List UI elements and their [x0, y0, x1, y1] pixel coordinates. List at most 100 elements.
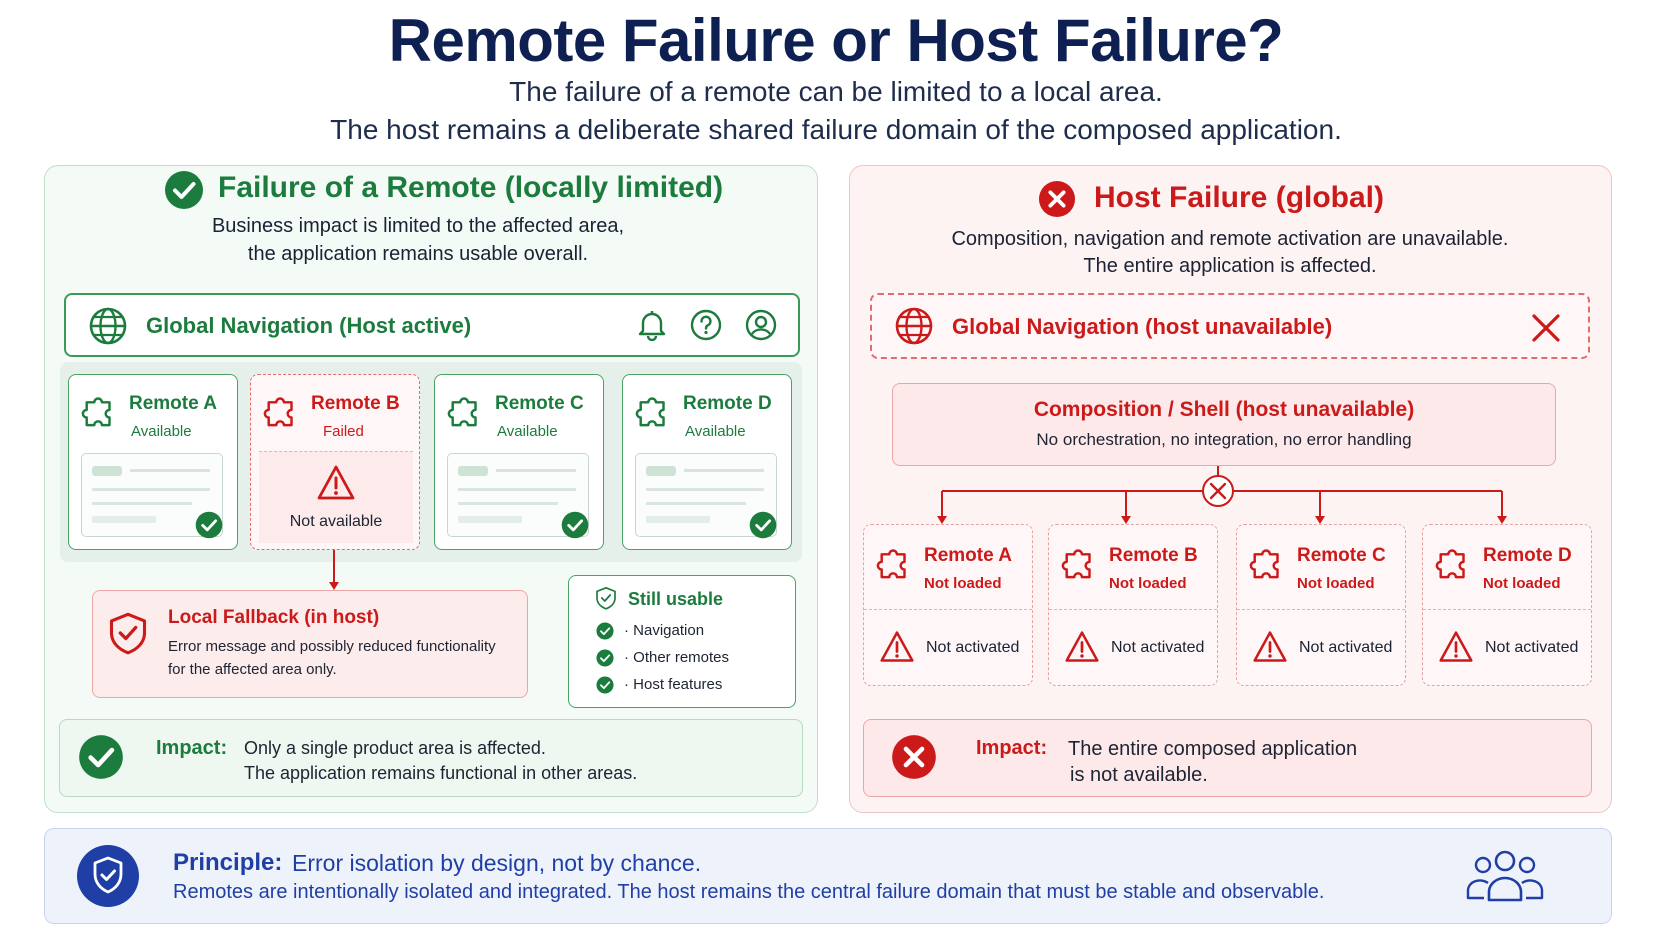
remote-name: Remote B — [1109, 545, 1198, 566]
remote-name: Remote D — [1483, 545, 1572, 566]
success-check-icon — [164, 170, 204, 210]
right-panel-title: Host Failure (global) — [1094, 181, 1385, 214]
composition-title: Composition / Shell (host unavailable) — [1033, 398, 1415, 421]
puzzle-icon — [263, 389, 301, 427]
page-title: Remote Failure or Host Failure? — [388, 7, 1284, 74]
puzzle-icon — [81, 389, 119, 427]
remote-card-d-unloaded: Remote D Not loaded Not activated — [1422, 524, 1592, 686]
impact-line-1: The entire composed application — [1068, 738, 1358, 760]
still-usable-item: · Other remotes — [624, 649, 730, 666]
principle-headline: Error isolation by design, not by chance… — [292, 850, 702, 876]
left-panel-desc-2: the application remains usable overall. — [247, 243, 589, 265]
help-icon[interactable] — [690, 309, 722, 341]
remote-status: Available — [497, 423, 558, 440]
remote-card-c[interactable]: Remote C Available — [434, 374, 604, 550]
left-impact-box — [59, 719, 803, 797]
impact-line-2: is not available. — [1070, 764, 1208, 786]
globe-icon — [894, 306, 934, 346]
check-circle-icon — [78, 734, 124, 780]
nav-label: Global Navigation (host unavailable) — [952, 314, 1333, 339]
remote-name: Remote A — [924, 545, 1012, 566]
shield-badge-icon — [77, 845, 139, 907]
close-icon — [1532, 314, 1560, 342]
check-icon — [596, 676, 614, 694]
remote-name: Remote A — [129, 393, 217, 414]
remote-status: Not loaded — [1483, 575, 1561, 592]
bell-icon[interactable] — [637, 309, 667, 341]
not-activated-label: Not activated — [926, 639, 1020, 656]
shield-check-icon — [594, 586, 618, 610]
right-impact-box — [863, 719, 1592, 797]
global-navigation-bar[interactable] — [64, 293, 800, 357]
remote-card-b-unloaded: Remote B Not loaded Not activated — [1048, 524, 1218, 686]
local-fallback-box — [92, 590, 528, 698]
remote-card-a[interactable]: Remote A Available — [68, 374, 238, 550]
right-panel-desc-1: Composition, navigation and remote activ… — [951, 228, 1509, 250]
remote-card-b[interactable]: Remote B Failed Not available — [250, 374, 420, 550]
warning-icon — [315, 463, 357, 503]
remote-status: Not loaded — [1109, 575, 1187, 592]
remote-card-d[interactable]: Remote D Available — [622, 374, 792, 550]
not-activated-label: Not activated — [1111, 639, 1205, 656]
puzzle-icon — [635, 389, 673, 427]
user-icon[interactable] — [745, 309, 777, 341]
fallback-arrow — [329, 550, 339, 590]
still-usable-item: · Host features — [624, 676, 723, 693]
error-x-icon — [891, 734, 937, 780]
check-icon — [749, 511, 777, 539]
broken-connectors — [937, 466, 1507, 524]
impact-line-1: Only a single product area is affected. — [244, 738, 546, 758]
warning-icon — [878, 629, 916, 665]
remote-status: Available — [131, 423, 192, 440]
error-x-icon — [1038, 180, 1076, 218]
still-usable-item: · Navigation — [624, 622, 705, 639]
remote-name: Remote B — [311, 393, 400, 414]
warning-icon — [1063, 629, 1101, 665]
remote-status: Not loaded — [924, 575, 1002, 592]
remote-card-c-unloaded: Remote C Not loaded Not activated — [1236, 524, 1406, 686]
principle-box — [44, 828, 1612, 924]
team-icon — [1466, 850, 1544, 902]
globe-icon — [88, 306, 128, 346]
impact-label: Impact: — [156, 737, 228, 759]
shield-icon — [106, 610, 150, 656]
composition-shell-box — [892, 383, 1556, 466]
puzzle-icon — [1435, 541, 1473, 579]
remote-card-a-unloaded: Remote A Not loaded Not activated — [863, 524, 1033, 686]
right-panel-desc-2: The entire application is affected. — [1083, 255, 1377, 277]
impact-line-2: The application remains functional in ot… — [244, 763, 638, 783]
check-icon — [596, 622, 614, 640]
principle-text: Remotes are intentionally isolated and i… — [173, 881, 1325, 903]
remote-status: Not loaded — [1297, 575, 1375, 592]
fallback-line-2: for the affected area only. — [168, 661, 337, 678]
fallback-title: Local Fallback (in host) — [168, 607, 380, 628]
puzzle-icon — [876, 541, 914, 579]
composition-desc: No orchestration, no integration, no err… — [1036, 430, 1412, 449]
not-activated-label: Not activated — [1299, 639, 1393, 656]
remote-name: Remote C — [1297, 545, 1386, 566]
subtitle-line-1: The failure of a remote can be limited t… — [509, 76, 1163, 107]
not-available-label: Not available — [289, 513, 383, 530]
puzzle-icon — [1249, 541, 1287, 579]
subtitle-line-2: The host remains a deliberate shared fai… — [330, 114, 1342, 145]
puzzle-icon — [1061, 541, 1099, 579]
still-usable-title: Still usable — [628, 589, 724, 609]
not-activated-label: Not activated — [1485, 639, 1579, 656]
warning-icon — [1437, 629, 1475, 665]
puzzle-icon — [447, 389, 485, 427]
remote-status: Failed — [323, 423, 364, 440]
left-panel-title: Failure of a Remote (locally limited) — [218, 171, 724, 204]
global-navigation-bar-unavailable — [870, 293, 1590, 359]
check-icon — [195, 511, 223, 539]
nav-label: Global Navigation (Host active) — [146, 313, 472, 338]
left-panel-desc-1: Business impact is limited to the affect… — [211, 215, 625, 237]
impact-label: Impact: — [976, 737, 1048, 759]
warning-icon — [1251, 629, 1289, 665]
check-icon — [596, 649, 614, 667]
principle-label: Principle: — [173, 849, 283, 876]
remote-name: Remote D — [683, 393, 772, 414]
remote-status: Available — [685, 423, 746, 440]
remote-name: Remote C — [495, 393, 584, 414]
check-icon — [561, 511, 589, 539]
fallback-line-1: Error message and possibly reduced funct… — [168, 638, 496, 655]
